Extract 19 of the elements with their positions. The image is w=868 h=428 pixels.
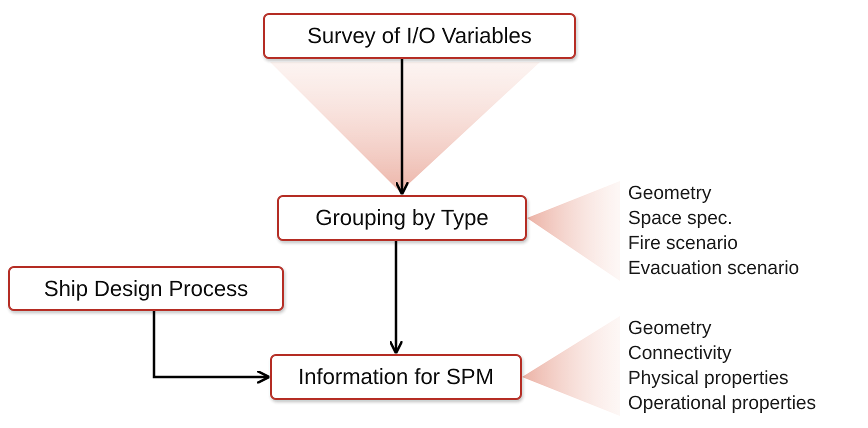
process-box (263, 13, 576, 59)
arrow (152, 311, 270, 384)
list-item: Operational properties (628, 392, 816, 416)
list-item: Fire scenario (628, 232, 739, 256)
list-item: Geometry (628, 317, 712, 341)
box-label: Ship Design Process (44, 276, 248, 302)
arrow (394, 59, 410, 196)
list-item: Evacuation scenario (628, 257, 800, 281)
list-item: Physical properties (628, 367, 790, 391)
list-item: Connectivity (628, 342, 732, 366)
box-label: Survey of I/O Variables (307, 23, 532, 49)
process-box (8, 266, 284, 311)
box-label: Grouping by Type (315, 205, 489, 231)
process-box (277, 195, 527, 241)
box-label: Information for SPM (298, 364, 494, 390)
list-item: Geometry (628, 182, 712, 206)
arrow (388, 241, 404, 354)
process-box (270, 354, 522, 400)
list-item: Space spec. (628, 207, 734, 231)
